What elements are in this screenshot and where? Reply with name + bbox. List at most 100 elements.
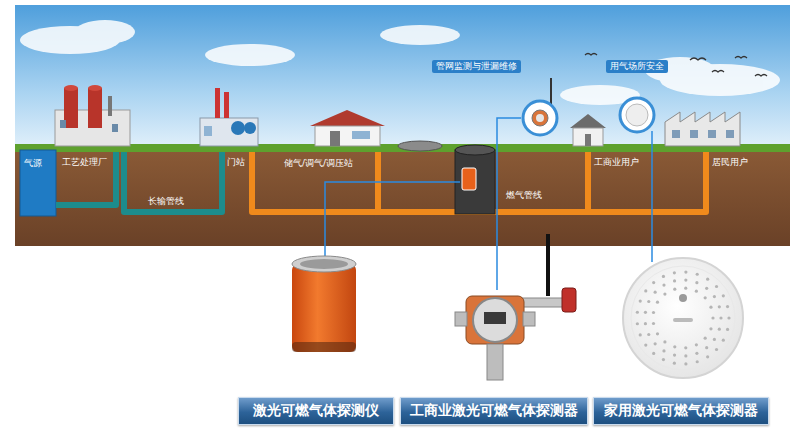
speaker-hole (673, 288, 676, 291)
scene-label: 气源 (24, 158, 42, 169)
commercial-building (570, 114, 606, 146)
speaker-hole (639, 299, 642, 302)
regulating-station (310, 110, 385, 146)
speaker-hole (696, 273, 699, 276)
product-title-bar: 家用激光可燃气体探测器 (593, 397, 769, 425)
speaker-hole (726, 305, 729, 308)
residential-buildings (665, 112, 740, 146)
valve-well (455, 145, 495, 214)
speaker-hole (647, 333, 650, 336)
speaker-hole (673, 362, 676, 365)
speaker-hole (684, 362, 687, 365)
speaker-hole (727, 316, 730, 319)
soil (15, 150, 790, 246)
speaker-hole (705, 287, 708, 290)
speaker-hole (636, 322, 639, 325)
speaker-hole (705, 346, 708, 349)
birds (585, 54, 767, 77)
speaker-hole (636, 311, 639, 314)
speaker-hole (662, 283, 665, 286)
speaker-hole (695, 352, 698, 355)
speaker-hole (673, 271, 676, 274)
speaker-hole (654, 291, 657, 294)
gate-station (200, 88, 258, 146)
speaker-hole (715, 348, 718, 351)
scene-label: 工艺处理厂 (62, 157, 107, 168)
speaker-hole (684, 279, 687, 282)
scene-label: 燃气管线 (506, 190, 542, 201)
speaker-hole (647, 300, 650, 303)
process-plant (55, 85, 130, 146)
clouds (20, 20, 780, 105)
speaker-hole (652, 322, 655, 325)
speaker-hole (684, 354, 687, 357)
speaker-hole (639, 333, 642, 336)
household-detector (623, 258, 743, 378)
manhole-cover (398, 141, 442, 151)
speaker-hole (695, 281, 698, 284)
speaker-hole (652, 281, 655, 284)
scene-label: 储气/调气/调压站 (284, 158, 353, 169)
industrial-detector (455, 234, 576, 380)
portable-detector (292, 256, 356, 352)
speaker-hole (684, 346, 687, 349)
gas-source-tank (20, 150, 56, 216)
speaker-hole (706, 278, 709, 281)
speaker-hole (684, 287, 687, 290)
scene-label: 居民用户 (712, 157, 748, 168)
speaker-hole (719, 316, 722, 319)
speaker-hole (673, 279, 676, 282)
speaker-hole (711, 316, 714, 319)
speaker-hole (722, 339, 725, 342)
speaker-hole (695, 290, 698, 293)
product-title-bar: 激光可燃气体探测仪 (238, 397, 394, 425)
speaker-hole (662, 275, 665, 278)
speaker-hole (644, 311, 647, 314)
product-title: 工商业激光可燃气体探测器 (410, 402, 578, 420)
speaker-hole (644, 289, 647, 292)
speaker-hole (644, 322, 647, 325)
scene-label: 门站 (227, 157, 245, 168)
speaker-hole (713, 295, 716, 298)
speaker-hole (652, 352, 655, 355)
speaker-hole (718, 328, 721, 331)
speaker-hole (673, 345, 676, 348)
speaker-hole (644, 343, 647, 346)
leader-lines (325, 118, 652, 290)
sky (15, 5, 790, 150)
scene-label: 工商业用户 (594, 157, 639, 168)
scene-label: 长输管线 (148, 196, 184, 207)
product-title: 家用激光可燃气体探测器 (604, 402, 758, 420)
speaker-hole (709, 306, 712, 309)
speaker-hole (654, 342, 657, 345)
speaker-hole (704, 337, 707, 340)
speaker-hole (673, 353, 676, 356)
speaker-hole (709, 327, 712, 330)
speaker-hole (656, 301, 659, 304)
speaker-hole (726, 328, 729, 331)
scene-label: 用气场所安全 (606, 60, 668, 73)
speaker-hole (696, 360, 699, 363)
speaker-hole (656, 332, 659, 335)
speaker-hole (662, 349, 665, 352)
speaker-hole (713, 338, 716, 341)
speaker-hole (706, 355, 709, 358)
callout-household (620, 98, 654, 132)
speaker-hole (652, 311, 655, 314)
speaker-hole (663, 292, 666, 295)
speaker-hole (684, 270, 687, 273)
product-title-bar: 工商业激光可燃气体探测器 (400, 397, 588, 425)
speaker-hole (662, 358, 665, 361)
speaker-hole (722, 294, 725, 297)
scene-label: 管网监测与泄漏维修 (432, 60, 521, 73)
speaker-hole (718, 305, 721, 308)
product-title: 激光可燃气体探测仪 (253, 402, 379, 420)
speaker-hole (695, 343, 698, 346)
speaker-hole (715, 285, 718, 288)
speaker-hole (663, 340, 666, 343)
callout-pipeline (523, 78, 557, 135)
speaker-hole (704, 296, 707, 299)
